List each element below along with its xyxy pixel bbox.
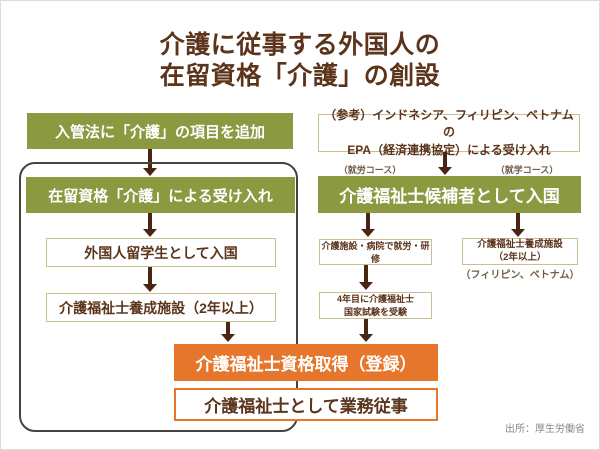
- label-study-course: （就学コース）: [495, 165, 559, 175]
- national-exam-line1: 4年目に介護福祉士: [336, 294, 414, 305]
- arrow-stem: [364, 265, 368, 283]
- arrow-law-to-status: [143, 149, 157, 176]
- countries-note: （フィリピン、ベトナム）: [460, 270, 580, 281]
- arrow-head: [359, 282, 373, 290]
- arrow-stem: [366, 213, 370, 230]
- epa-facility-line1: 介護福祉士養成施設: [477, 239, 563, 251]
- box-epa-reference: （参考）インドネシア、フィリピン、ベトナムの EPA（経済連携協定）による受け入…: [318, 108, 580, 157]
- epa-reference-line1: （参考）インドネシア、フィリピン、ベトナムの: [324, 107, 574, 140]
- box-qualification-obtained: 介護福祉士資格取得（登録）: [174, 344, 438, 381]
- arrow-head: [221, 334, 235, 342]
- page-title: 介護に従事する外国人の 在留資格「介護」の創設: [0, 30, 600, 92]
- arrow-facility-to-qualification: [221, 322, 235, 342]
- arrow-head: [511, 229, 525, 237]
- box-national-exam: 4年目に介護福祉士 国家試験を受験: [319, 292, 432, 319]
- arrow-candidate-to-study: [511, 213, 525, 237]
- box-enter-as-student: 外国人留学生として入国: [46, 238, 276, 267]
- box-epa-training-facility: 介護福祉士養成施設 （2年以上）: [462, 238, 578, 265]
- arrow-candidate-to-work: [361, 213, 375, 237]
- arrow-stem: [516, 213, 520, 230]
- page-title-line1: 介護に従事する外国人の: [159, 31, 441, 59]
- arrow-head: [361, 229, 375, 237]
- arrow-stem: [364, 319, 368, 335]
- arrow-stem: [148, 213, 152, 230]
- arrow-head: [143, 284, 157, 292]
- box-training-facility: 介護福祉士養成施設（2年以上）: [46, 293, 276, 322]
- arrow-head: [143, 168, 157, 176]
- arrow-stem: [148, 149, 152, 169]
- national-exam-line2: 国家試験を受験: [343, 306, 407, 317]
- arrow-stem: [226, 322, 230, 335]
- box-entry-as-candidate: 介護福祉士候補者として入国: [318, 176, 581, 213]
- source-note: 出所：厚生労働省: [505, 424, 585, 435]
- arrow-epa-to-candidate: [438, 152, 452, 175]
- arrow-head: [438, 167, 452, 175]
- epa-facility-line2: （2年以上）: [493, 251, 547, 263]
- arrow-stem: [148, 267, 152, 285]
- box-employment-as-careworker: 介護福祉士として業務従事: [174, 388, 438, 421]
- arrow-head: [143, 229, 157, 237]
- arrow-head: [359, 334, 373, 342]
- arrow-student-to-facility: [143, 267, 157, 292]
- arrow-stem: [443, 152, 447, 168]
- student-route-container: [19, 162, 298, 432]
- label-work-course: （就労コース）: [338, 165, 402, 175]
- box-immigration-law-add: 入管法に「介護」の項目を追加: [27, 113, 293, 149]
- epa-reference-line2: EPA（経済連携協定）による受け入れ: [347, 142, 551, 157]
- box-acceptance-under-status: 在留資格「介護」による受け入れ: [26, 177, 295, 213]
- page-title-line2: 在留資格「介護」の創設: [159, 61, 441, 90]
- arrow-exam-to-qualification: [359, 319, 373, 342]
- arrow-status-to-student: [143, 213, 157, 237]
- box-work-training: 介護施設・病院で就労・研修: [319, 239, 432, 265]
- arrow-work-to-exam: [359, 265, 373, 290]
